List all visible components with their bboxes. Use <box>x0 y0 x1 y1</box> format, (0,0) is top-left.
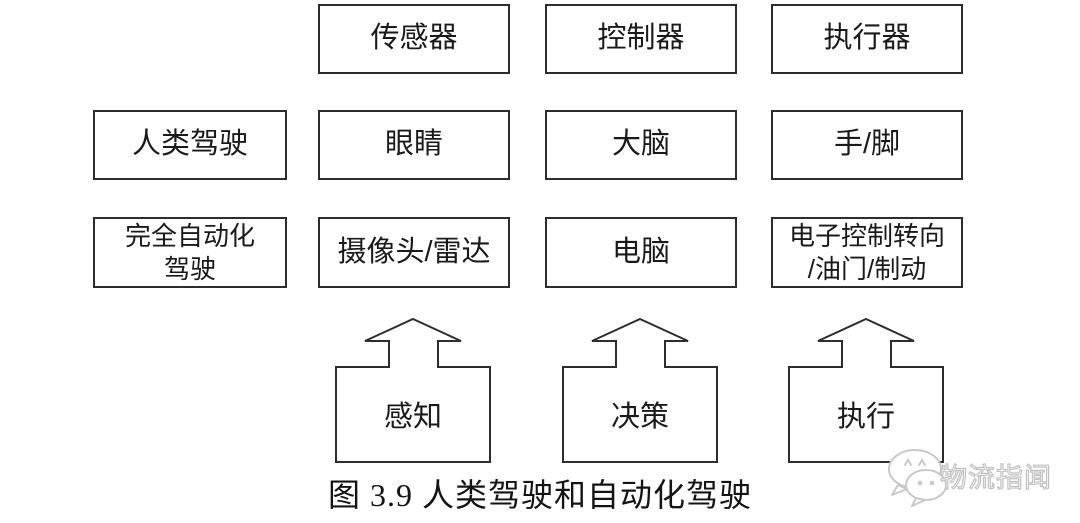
box-sensor: 传感器 <box>318 4 510 74</box>
box-eyes: 眼睛 <box>318 110 510 180</box>
watermark-text: 物流指闻 <box>940 463 1052 493</box>
figure-caption: 图 3.9 人类驾驶和自动化驾驶 <box>327 477 752 513</box>
box-electronic-control: 电子控制转向 /油门/制动 <box>771 217 963 288</box>
step-unit-perception: 感知 <box>334 317 492 464</box>
box-computer: 电脑 <box>545 217 737 288</box>
box-brain: 大脑 <box>545 110 737 180</box>
watermark: 物流指闻 <box>876 444 1080 508</box>
up-arrow-shape <box>562 317 718 463</box>
box-hand-foot: 手/脚 <box>771 110 963 180</box>
box-camera-radar: 摄像头/雷达 <box>318 217 510 288</box>
step-unit-decision: 决策 <box>561 317 719 464</box>
box-human-driving: 人类驾驶 <box>93 110 287 180</box>
step-unit-execution: 执行 <box>787 317 945 464</box>
step-decision-label: 决策 <box>610 401 669 433</box>
step-perception-label: 感知 <box>383 401 442 433</box>
box-controller: 控制器 <box>545 4 737 74</box>
step-execution-label: 执行 <box>836 401 895 433</box>
up-arrow-shape <box>335 317 491 463</box>
up-arrow-shape <box>788 317 944 463</box>
box-fully-automated-driving: 完全自动化 驾驶 <box>93 217 287 288</box>
box-actuator: 执行器 <box>771 4 963 74</box>
wechat-bubbles-icon: 物流指闻 <box>888 449 1052 507</box>
